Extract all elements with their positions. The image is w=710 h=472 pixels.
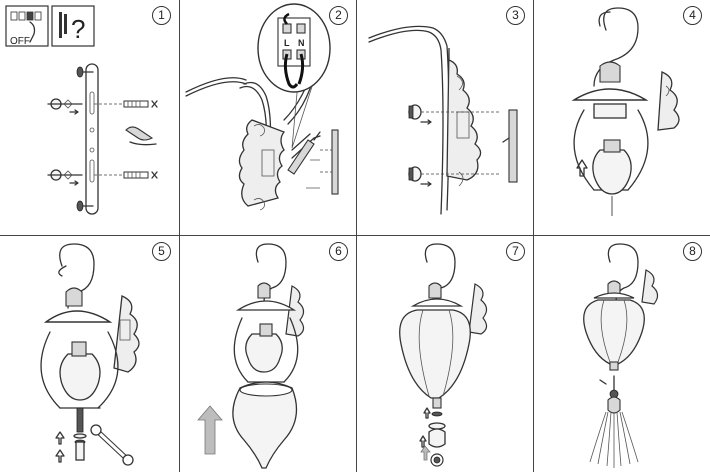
wiring-callout: L N [257, 3, 331, 93]
wall-plug-upper [123, 100, 158, 108]
step-7-illustration [399, 243, 488, 467]
step-panel-7: 7 [357, 236, 533, 472]
grid-vertical-3 [533, 0, 534, 472]
teardrop-globe [399, 309, 471, 409]
fixing-nut-upper [408, 104, 501, 125]
neutral-label: N [298, 38, 305, 48]
mount-bolt-upper [47, 98, 83, 115]
step-panel-3: 3 [357, 0, 533, 235]
grid-vertical-1 [179, 0, 180, 472]
step-2-illustration: L N [185, 3, 339, 211]
fixing-nut-lower [408, 166, 501, 187]
step-8-illustration [583, 243, 659, 468]
screwdriver [287, 131, 321, 175]
step-1-illustration: OFF ? [5, 5, 158, 215]
top-screw [76, 66, 94, 78]
step-panel-1: 1 OFF ? [0, 0, 179, 235]
off-label: OFF [10, 36, 30, 47]
step-number-5: 5 [152, 242, 171, 261]
step-panel-6: 6 [180, 236, 356, 472]
step-5-illustration [40, 243, 140, 466]
wall-plug-lower [123, 171, 158, 179]
step-number-3: 3 [506, 6, 525, 25]
live-label: L [284, 38, 290, 48]
power-off-icon: OFF [5, 5, 49, 47]
x-mark-icon [151, 100, 158, 108]
drill-bit [125, 126, 157, 146]
question-mark: ? [71, 14, 85, 44]
step-panel-5: 5 [0, 236, 179, 472]
tassel [589, 375, 639, 468]
step-number-7: 7 [506, 242, 525, 261]
grid-vertical-2 [356, 0, 357, 472]
glass-shade [232, 381, 298, 469]
light-bulb [592, 139, 632, 216]
large-up-arrow-icon [197, 405, 223, 455]
step-number-2: 2 [329, 6, 348, 25]
tools-warning-icon: ? [51, 5, 95, 47]
mount-bolt-lower [47, 169, 83, 186]
step-4-illustration [571, 7, 680, 216]
step-panel-4: 4 [534, 0, 710, 235]
step-number-1: 1 [152, 6, 171, 25]
step-panel-8: 8 [534, 236, 710, 472]
grid-horizontal [0, 235, 710, 236]
step-number-8: 8 [683, 242, 702, 261]
bottom-screw [76, 200, 94, 212]
step-3-illustration [368, 25, 518, 215]
step-number-6: 6 [329, 242, 348, 261]
step-panel-2: 2 [180, 0, 356, 235]
wrench-icon [90, 424, 134, 466]
step-6-illustration [197, 243, 305, 469]
up-arrow-icon [576, 159, 588, 177]
step-number-4: 4 [683, 6, 702, 25]
